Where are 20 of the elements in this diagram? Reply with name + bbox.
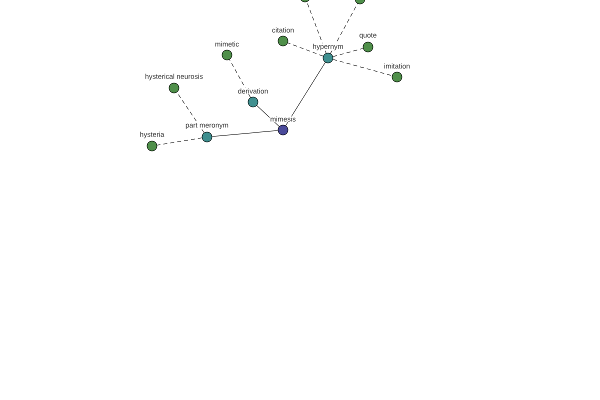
node-circle bbox=[362, 42, 374, 52]
node-circle bbox=[278, 36, 288, 46]
connector-line bbox=[212, 130, 278, 137]
connector-line bbox=[288, 42, 324, 56]
connector-line bbox=[306, 2, 326, 54]
node-circle bbox=[202, 132, 212, 142]
connector-line bbox=[330, 3, 358, 54]
node-circle bbox=[146, 140, 158, 152]
node-circle bbox=[322, 52, 334, 64]
node-circle bbox=[168, 82, 180, 94]
node-circle bbox=[278, 124, 288, 136]
connector-line bbox=[332, 59, 392, 76]
connector-line bbox=[176, 92, 204, 133]
connector-line bbox=[332, 48, 364, 57]
connector-line bbox=[156, 138, 202, 146]
connector-line bbox=[229, 59, 251, 98]
node-circle bbox=[222, 50, 232, 60]
connector-line bbox=[286, 62, 326, 126]
node-circle bbox=[392, 72, 402, 82]
node-circle bbox=[248, 96, 258, 108]
